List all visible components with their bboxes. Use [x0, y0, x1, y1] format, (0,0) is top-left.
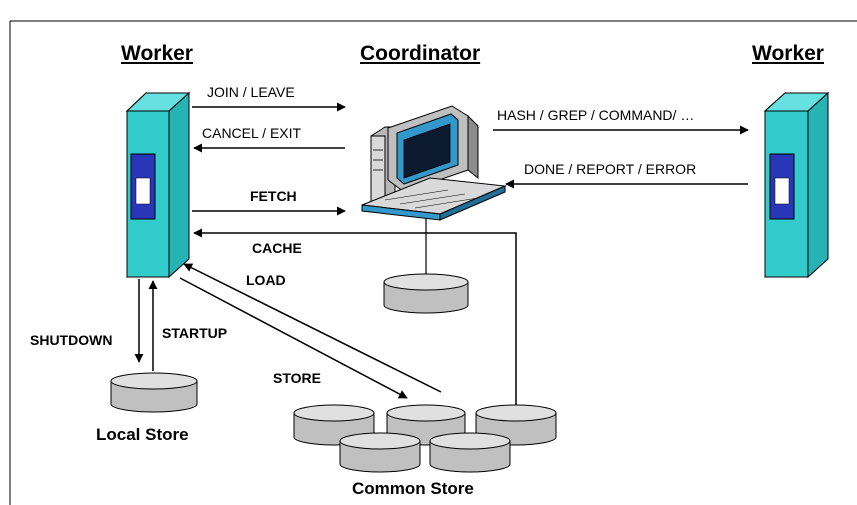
cache-disk-icon [383, 273, 469, 314]
worker-right-icon [763, 91, 830, 279]
join-leave-label: JOIN / LEAVE [207, 84, 295, 100]
fetch-label: FETCH [250, 188, 297, 204]
cache-label: CACHE [252, 240, 302, 256]
cancel-exit-label: CANCEL / EXIT [202, 125, 302, 141]
hash-grep-command-label: HASH / GREP / COMMAND/ … [497, 107, 695, 123]
store-arrow [179, 277, 408, 399]
common-store-disk-icon [429, 432, 511, 473]
worker-right-title: Worker [752, 42, 824, 65]
cache-arrow [193, 228, 517, 405]
load-label: LOAD [246, 272, 286, 288]
startup-label: STARTUP [162, 325, 228, 341]
done-report-error-label: DONE / REPORT / ERROR [524, 161, 697, 177]
local-store-label: Local Store [96, 425, 189, 444]
load-arrow [183, 263, 442, 393]
coordinator-title: Coordinator [360, 42, 481, 65]
coordinator-computer-icon [361, 105, 507, 221]
shutdown-label: SHUTDOWN [30, 332, 113, 348]
local-store-disk-icon [110, 372, 198, 413]
common-store-disk-icon [339, 432, 421, 473]
worker-left-title: Worker [121, 42, 193, 65]
store-label: STORE [273, 370, 321, 386]
common-store-label: Common Store [352, 479, 474, 498]
worker-left-icon [125, 91, 191, 279]
